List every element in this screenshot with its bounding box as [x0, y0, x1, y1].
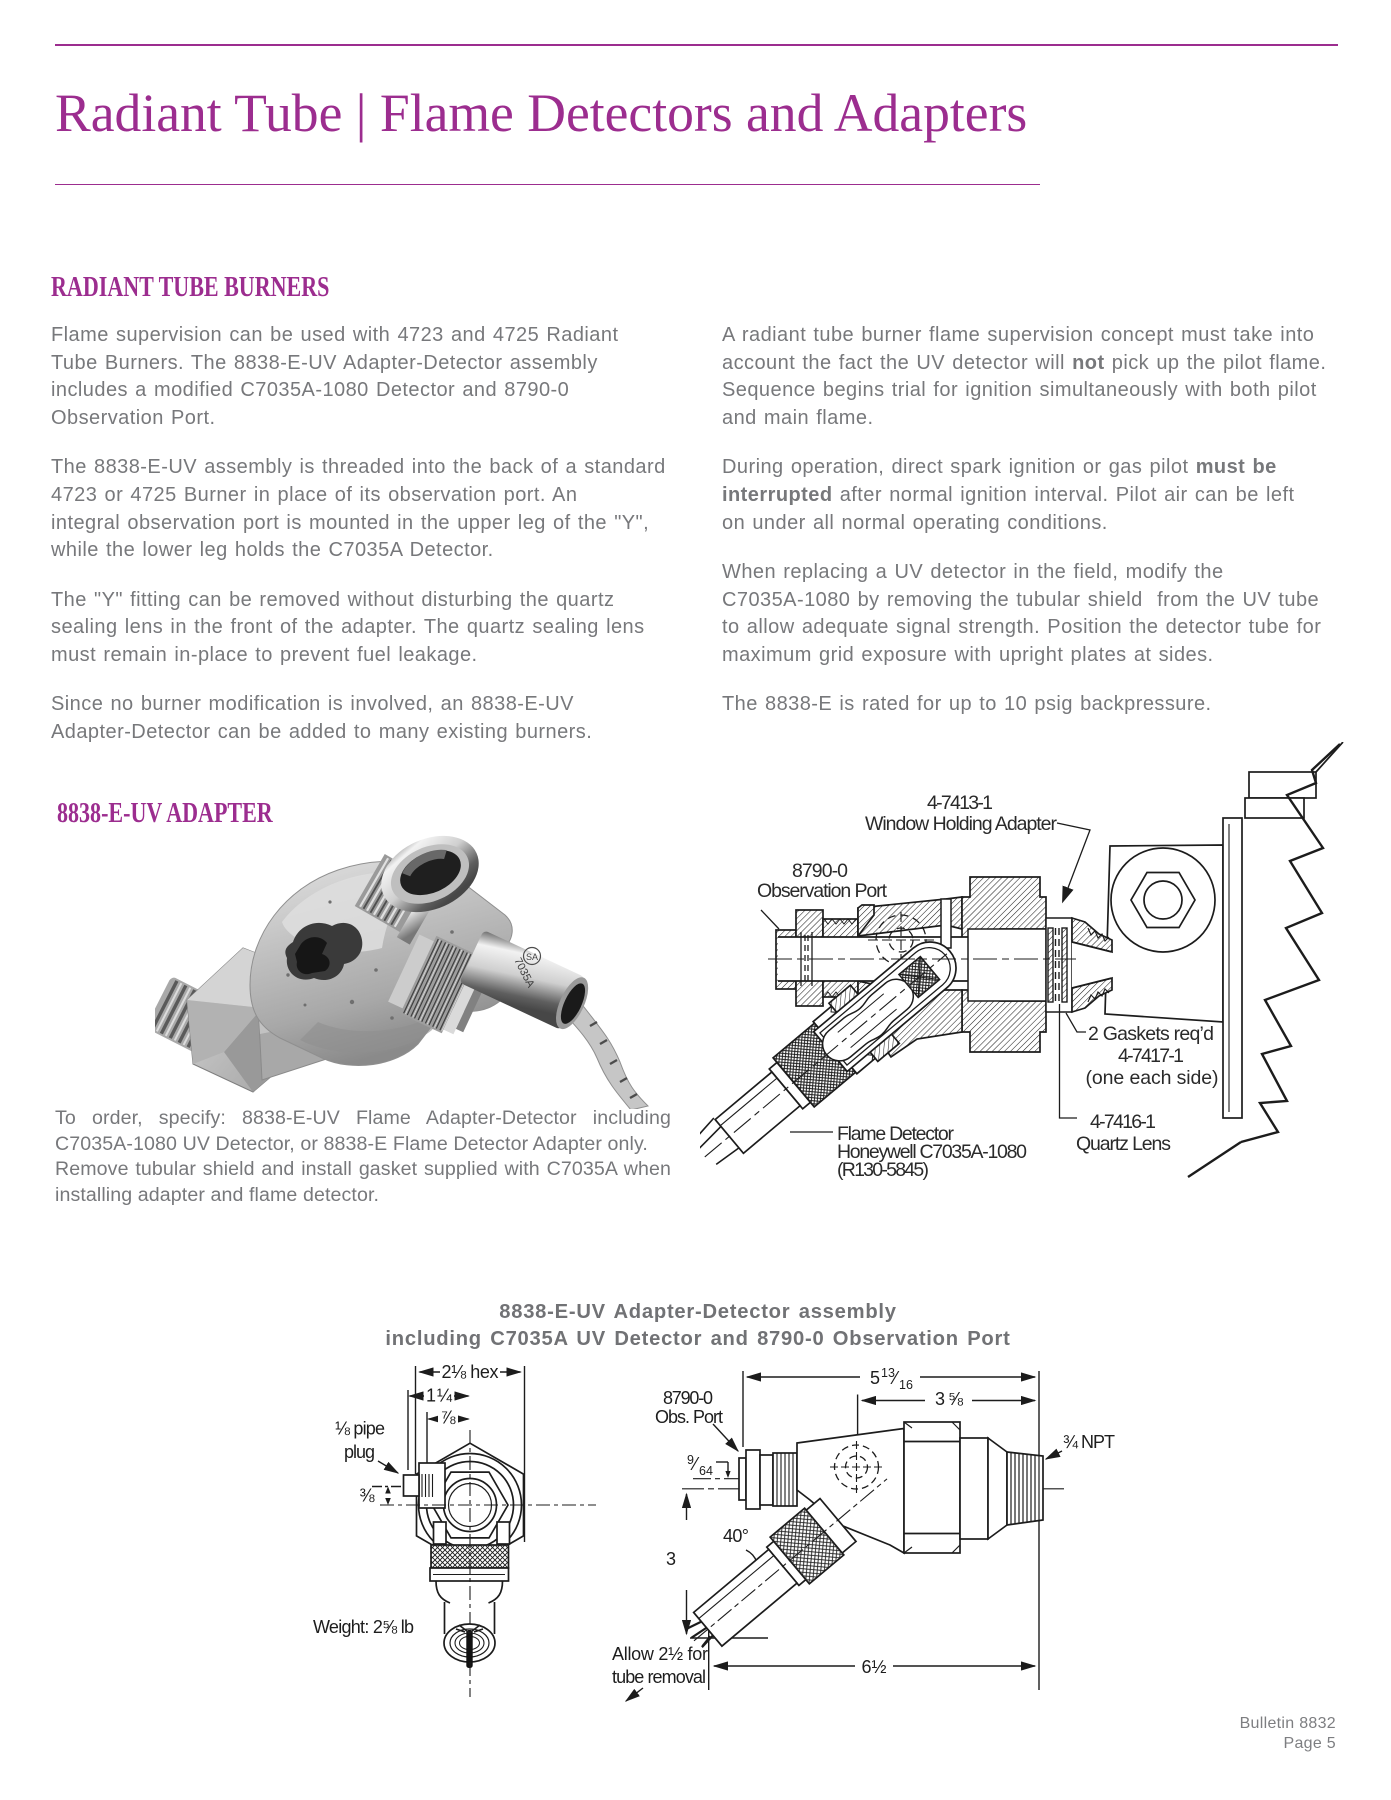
svg-text:Window Holding Adapter: Window Holding Adapter: [865, 813, 1058, 835]
svg-text:1¼: 1¼: [426, 1386, 453, 1406]
svg-text:⅞: ⅞: [440, 1408, 456, 1428]
svg-text:Allow 2½ for: Allow 2½ for: [612, 1644, 708, 1664]
svg-text:(one each side): (one each side): [1086, 1067, 1219, 1089]
svg-text:9: 9: [687, 1453, 694, 1467]
svg-text:3: 3: [666, 1549, 676, 1569]
svg-text:Obs. Port: Obs. Port: [655, 1407, 723, 1427]
svg-text:⅛ pipe: ⅛ pipe: [335, 1419, 385, 1439]
svg-text:SA: SA: [526, 952, 538, 962]
svg-text:¾ NPT: ¾ NPT: [1063, 1432, 1115, 1452]
svg-text:4-7416-1: 4-7416-1: [1090, 1111, 1156, 1133]
svg-text:2⅛ hex: 2⅛ hex: [442, 1362, 499, 1382]
svg-text:13: 13: [881, 1368, 895, 1380]
svg-text:8790-0: 8790-0: [663, 1388, 713, 1408]
svg-text:4-7417-1: 4-7417-1: [1118, 1045, 1184, 1067]
svg-text:40°: 40°: [723, 1526, 749, 1546]
svg-text:tube removal: tube removal: [612, 1667, 706, 1687]
svg-text:plug: plug: [344, 1442, 375, 1462]
svg-text:2 Gaskets req’d: 2 Gaskets req’d: [1088, 1023, 1214, 1045]
svg-text:Quartz Lens: Quartz Lens: [1076, 1133, 1171, 1155]
svg-text:⁄: ⁄: [690, 1454, 700, 1474]
svg-text:4-7413-1: 4-7413-1: [927, 792, 993, 814]
svg-text:Observation Port: Observation Port: [757, 880, 888, 902]
svg-text:64: 64: [699, 1464, 713, 1478]
svg-text:16: 16: [899, 1378, 913, 1392]
svg-text:3⅝: 3⅝: [935, 1389, 964, 1409]
svg-text:8790-0: 8790-0: [792, 860, 848, 882]
svg-text:6½: 6½: [861, 1657, 886, 1677]
svg-text:⁄: ⁄: [890, 1368, 900, 1388]
svg-text:Flame Detector: Flame Detector: [837, 1123, 955, 1145]
svg-text:⅜: ⅜: [359, 1486, 375, 1506]
svg-text:Honeywell C7035A-1080: Honeywell C7035A-1080: [837, 1141, 1027, 1163]
svg-text:Weight: 2⅝ lb: Weight: 2⅝ lb: [313, 1617, 414, 1637]
svg-text:5: 5: [870, 1368, 880, 1388]
svg-text:(R130-5845): (R130-5845): [837, 1159, 929, 1181]
